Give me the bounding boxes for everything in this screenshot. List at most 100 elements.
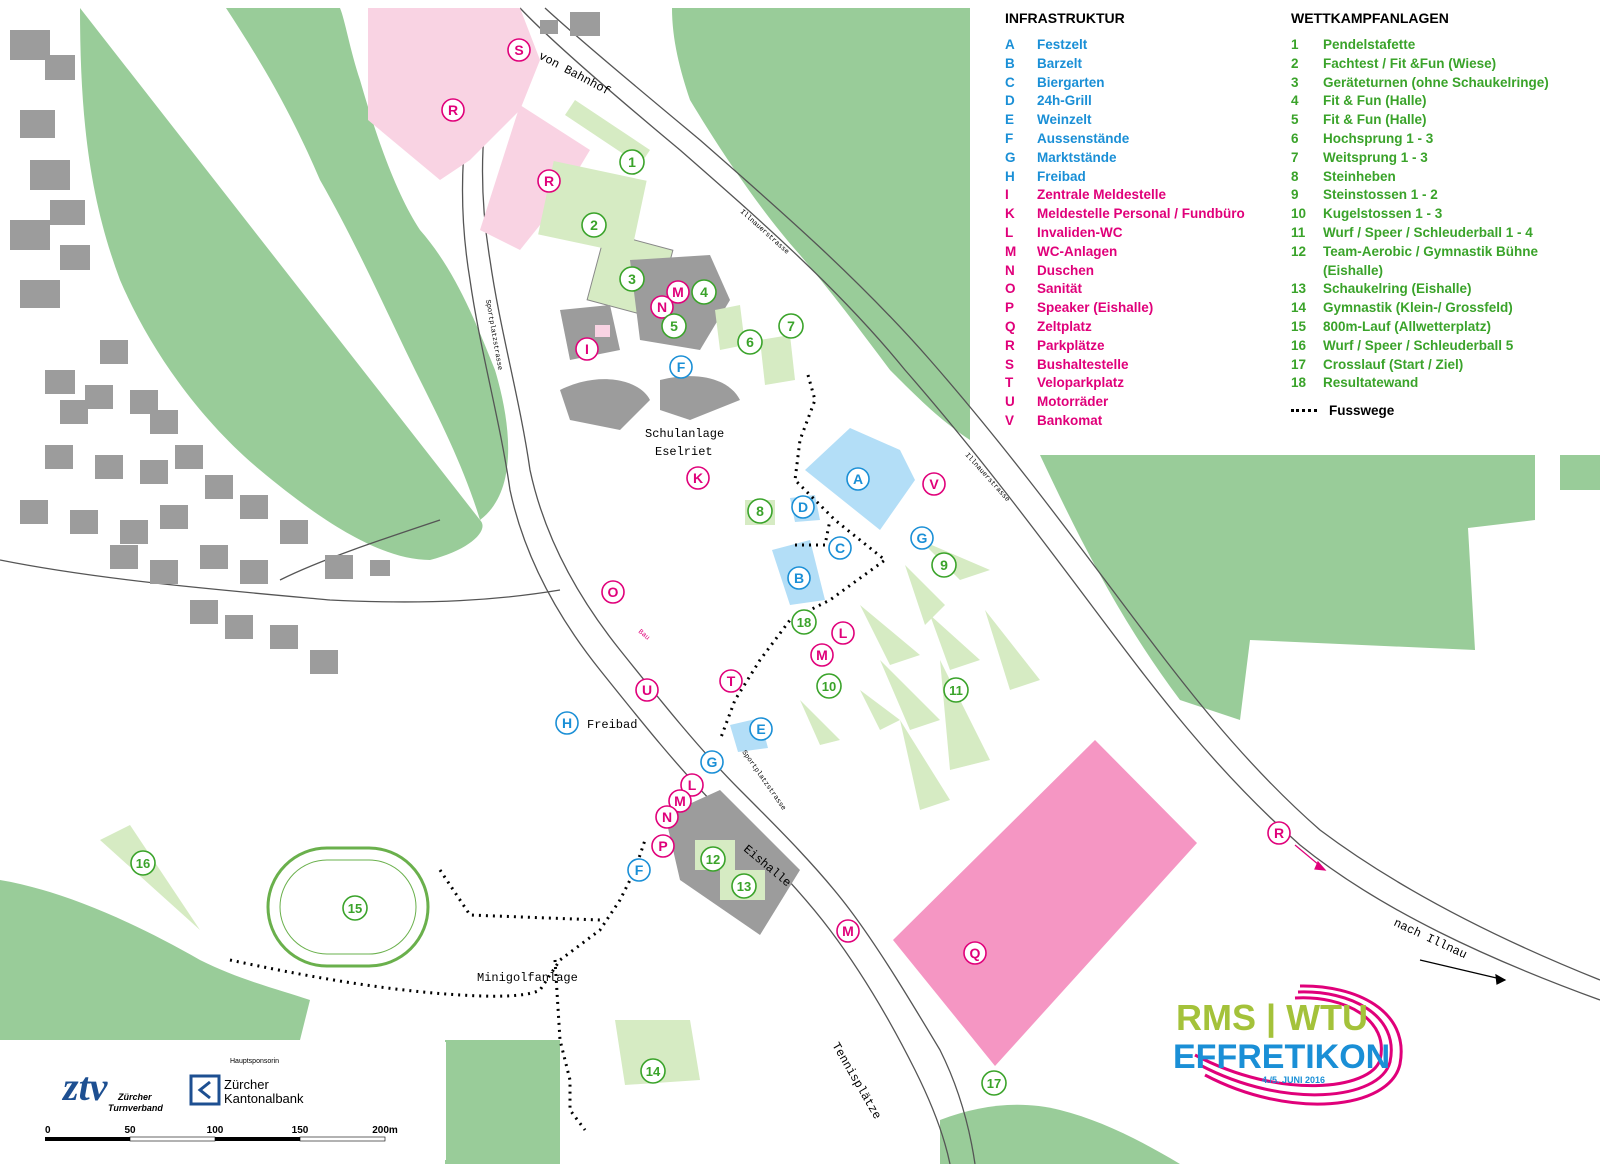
map-marker[interactable]: 18 (791, 609, 817, 635)
marker-circle (666, 280, 690, 304)
comp-legend-key: 2 (1291, 55, 1299, 71)
marker-label: O (608, 584, 619, 600)
comp-legend-label: Gymnastik (Klein-/ Grossfeld) (1323, 300, 1513, 316)
map-marker[interactable]: N (655, 805, 679, 829)
marker-circle (130, 850, 156, 876)
map-marker[interactable]: 7 (778, 313, 804, 339)
infra-legend-label: Marktstände (1037, 149, 1117, 165)
marker-circle (575, 337, 599, 361)
map-marker[interactable]: 5 (661, 313, 687, 339)
marker-circle (836, 919, 860, 943)
map-marker[interactable]: G (700, 750, 724, 774)
map-marker[interactable]: N (650, 295, 674, 319)
map-marker[interactable]: 14 (640, 1058, 666, 1084)
map-marker[interactable]: 11 (943, 677, 969, 703)
map-marker[interactable]: V (922, 472, 946, 496)
map-marker[interactable]: M (810, 643, 834, 667)
map-marker[interactable]: 16 (130, 850, 156, 876)
comp-legend-key: 16 (1291, 337, 1307, 353)
map-marker[interactable]: C (828, 536, 852, 560)
map-marker[interactable]: T (719, 669, 743, 693)
map-marker[interactable]: 10 (816, 673, 842, 699)
marker-circle (640, 1058, 666, 1084)
map-marker[interactable]: A (846, 467, 870, 491)
map-marker[interactable]: 13 (731, 873, 757, 899)
infra-legend-key: H (1005, 168, 1015, 184)
marker-circle (816, 673, 842, 699)
map-marker[interactable]: H (555, 711, 579, 735)
map-marker[interactable]: M (666, 280, 690, 304)
map-marker[interactable]: 12 (700, 846, 726, 872)
map-marker[interactable]: 8 (747, 498, 773, 524)
marker-circle (691, 279, 717, 305)
map-marker[interactable]: 15 (342, 895, 368, 921)
infra-legend-key: M (1005, 243, 1017, 259)
marker-circle (981, 1070, 1007, 1096)
map-marker[interactable]: D (791, 495, 815, 519)
comp-legend-key: 7 (1291, 149, 1299, 165)
marker-label: 8 (756, 503, 764, 519)
competition-areas (100, 100, 1040, 1085)
comp-legend-label: 800m-Lauf (Allwetterplatz) (1323, 318, 1492, 334)
marker-label: F (635, 862, 644, 878)
map-marker[interactable]: R (441, 98, 465, 122)
marker-label: 12 (706, 852, 720, 867)
map-marker[interactable]: 3 (619, 266, 645, 292)
map-marker[interactable]: L (831, 621, 855, 645)
map-marker[interactable]: O (601, 580, 625, 604)
scale-bar-label: 150 (292, 1125, 309, 1136)
map-marker[interactable]: P (651, 834, 675, 858)
map-marker[interactable]: M (836, 919, 860, 943)
marker-label: 5 (670, 318, 678, 334)
map-marker[interactable]: 1 (619, 149, 645, 175)
map-marker[interactable]: G (910, 526, 934, 550)
scale-bar-label: 200m (372, 1125, 398, 1136)
comp-legend-key: 9 (1291, 187, 1299, 203)
map-marker[interactable]: E (749, 717, 773, 741)
map-marker[interactable]: I (575, 337, 599, 361)
map-marker[interactable]: R (537, 169, 561, 193)
marker-circle (441, 98, 465, 122)
marker-label: 16 (136, 856, 150, 871)
infra-legend-key: I (1005, 187, 1009, 203)
map-marker[interactable]: U (635, 678, 659, 702)
infra-legend-key: U (1005, 394, 1015, 410)
forest-areas (0, 8, 1600, 1164)
marker-label: L (688, 777, 697, 793)
map-marker[interactable]: B (787, 566, 811, 590)
marker-label: 15 (348, 901, 362, 916)
map-marker[interactable]: Q (963, 941, 987, 965)
map-marker[interactable]: M (668, 789, 692, 813)
direction-arrows (1294, 844, 1507, 985)
map-marker[interactable]: F (669, 355, 693, 379)
infra-legend-key: T (1005, 375, 1014, 391)
comp-legend-label: Wurf / Speer / Schleuderball 5 (1323, 337, 1514, 353)
map-marker[interactable]: 6 (737, 329, 763, 355)
forest-south-mid (445, 1040, 560, 1164)
eishalle-building (665, 790, 800, 935)
map-marker[interactable]: R (1267, 821, 1291, 845)
map-marker[interactable]: 9 (931, 552, 957, 578)
map-marker[interactable]: L (680, 773, 704, 797)
infra-legend-key: L (1005, 224, 1014, 240)
map-marker[interactable]: 4 (691, 279, 717, 305)
map-marker[interactable]: 17 (981, 1070, 1007, 1096)
marker-label: 14 (646, 1064, 661, 1079)
marker-label: D (798, 499, 808, 515)
map-marker[interactable]: F (627, 858, 651, 882)
map-marker[interactable]: K (686, 466, 710, 490)
comp-legend-key: 11 (1291, 224, 1306, 240)
map-marker[interactable]: 2 (581, 212, 607, 238)
map-marker[interactable]: S (507, 38, 531, 62)
